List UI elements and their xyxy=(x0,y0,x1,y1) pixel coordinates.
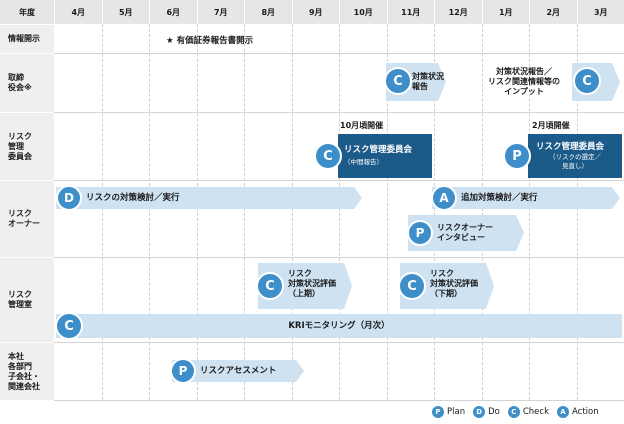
row-label-text: リスク オーナー xyxy=(8,209,40,228)
board-check-label-1: 対策状況 報告 xyxy=(412,72,444,91)
month-header-cell: 1月 xyxy=(481,0,529,24)
month-header-cell: 3月 xyxy=(576,0,624,24)
mgmt-check-label-2: リスク 対策状況評価 （下期） xyxy=(430,269,478,298)
header-corner: 年度 xyxy=(0,0,54,24)
grid-vertical-line xyxy=(244,24,245,400)
board-check-icon-1: C xyxy=(384,67,412,95)
month-header-cell: 8月 xyxy=(244,0,292,24)
row-label-text: 取締 役会※ xyxy=(8,73,32,92)
row-label-text: 情報開示 xyxy=(8,34,40,43)
grid-horizontal-line xyxy=(54,180,624,181)
legend-check-icon: C xyxy=(507,406,520,418)
row-label-hq: 本社 各部門 子会社・ 関連会社 xyxy=(0,342,54,400)
owner-action-arrow xyxy=(432,187,620,209)
committee-feb-box: リスク管理委員会 （リスクの選定／ 見直し） xyxy=(528,134,622,178)
month-header-cell: 12月 xyxy=(434,0,482,24)
month-header-cell: 10月 xyxy=(339,0,387,24)
board-check-label-2: 対策状況報告／ リスク関連情報等の インプット xyxy=(488,67,560,96)
grid-horizontal-line xyxy=(54,53,624,54)
month-header-cell: 9月 xyxy=(291,0,339,24)
row-label-board: 取締 役会※ xyxy=(0,53,54,112)
grid-vertical-line xyxy=(339,24,340,400)
legend-do-label: Do xyxy=(488,407,500,417)
hq-plan-label: リスクアセスメント xyxy=(200,366,277,376)
row-label-text: リスク 管理室 xyxy=(8,290,32,309)
row-label-text: 本社 各部門 子会社・ 関連会社 xyxy=(8,351,40,391)
mgmt-kri-arrow xyxy=(56,314,622,338)
grid-vertical-line xyxy=(196,24,198,400)
mgmt-check-label-1: リスク 対策状況評価 （上期） xyxy=(288,269,336,298)
owner-do-arrow xyxy=(56,187,362,209)
board-check-icon-2: C xyxy=(573,67,601,95)
committee-oct-title: リスク管理委員会 xyxy=(344,145,413,155)
mgmt-check-arrow-1 xyxy=(258,263,352,309)
grid-vertical-line xyxy=(576,24,578,400)
legend-action-label: Action xyxy=(572,407,599,417)
committee-feb-title: リスク管理委員会 xyxy=(536,142,605,152)
month-header-cell: 2月 xyxy=(529,0,577,24)
disclosure-star-label: ★ 有価証券報告書開示 xyxy=(166,36,254,46)
owner-do-icon: D xyxy=(56,185,82,211)
month-header-cell: 6月 xyxy=(149,0,197,24)
mgmt-kri-label: KRIモニタリング（月次） xyxy=(288,321,390,331)
owner-action-icon: A xyxy=(431,185,457,211)
owner-action-label: 追加対策検討／実行 xyxy=(461,193,538,203)
committee-feb-note: 2月頃開催 xyxy=(532,121,570,130)
hq-plan-icon: P xyxy=(170,358,196,384)
legend-plan-label: Plan xyxy=(447,407,466,417)
committee-feb-sub: （リスクの選定／ 見直し） xyxy=(549,153,601,170)
month-header-cell: 5月 xyxy=(101,0,149,24)
legend-action-icon: A xyxy=(557,406,569,418)
grid-vertical-line xyxy=(291,24,293,400)
grid-vertical-line xyxy=(434,24,435,400)
grid-vertical-line xyxy=(149,24,150,400)
owner-plan-label: リスクオーナー インタビュー xyxy=(437,223,493,242)
grid-horizontal-line xyxy=(54,342,624,343)
mgmt-kri-icon: C xyxy=(55,312,83,340)
mgmt-check-icon-1: C xyxy=(256,272,284,300)
committee-oct-note: 10月頃開催 xyxy=(340,121,384,130)
row-label-mgmt: リスク 管理室 xyxy=(0,257,54,342)
legend-check-label: Check xyxy=(522,407,549,417)
grid-vertical-line xyxy=(386,24,388,400)
grid-horizontal-line xyxy=(54,400,624,401)
owner-do-label: リスクの対策検討／実行 xyxy=(86,193,180,203)
row-label-text: リスク 管理 委員会 xyxy=(8,131,32,161)
grid-horizontal-line xyxy=(54,112,624,113)
month-header-cell: 4月 xyxy=(54,0,102,24)
mgmt-check-icon-2: C xyxy=(398,272,426,300)
grid-vertical-line xyxy=(481,24,483,400)
owner-plan-icon: P xyxy=(407,220,433,246)
grid-vertical-line xyxy=(101,24,103,400)
grid-vertical-line xyxy=(529,24,530,400)
owner-plan-arrow xyxy=(408,215,524,251)
committee-oct-sub: （中間報告） xyxy=(344,158,383,166)
row-label-committee: リスク 管理 委員会 xyxy=(0,112,54,180)
row-label-owner: リスク オーナー xyxy=(0,180,54,257)
legend-plan-icon: P xyxy=(432,406,444,418)
grid-horizontal-line xyxy=(54,257,624,258)
committee-oct-box: リスク管理委員会 （中間報告） xyxy=(338,134,432,178)
row-label-disclosure: 情報開示 xyxy=(0,24,54,53)
legend-do-icon: D xyxy=(473,406,486,418)
committee-oct-check-icon: C xyxy=(314,142,342,170)
mgmt-check-arrow-2 xyxy=(400,263,494,309)
hq-plan-arrow xyxy=(172,360,304,382)
month-header-cell: 11月 xyxy=(386,0,434,24)
committee-feb-plan-icon: P xyxy=(503,142,531,170)
month-header-cell: 7月 xyxy=(196,0,244,24)
